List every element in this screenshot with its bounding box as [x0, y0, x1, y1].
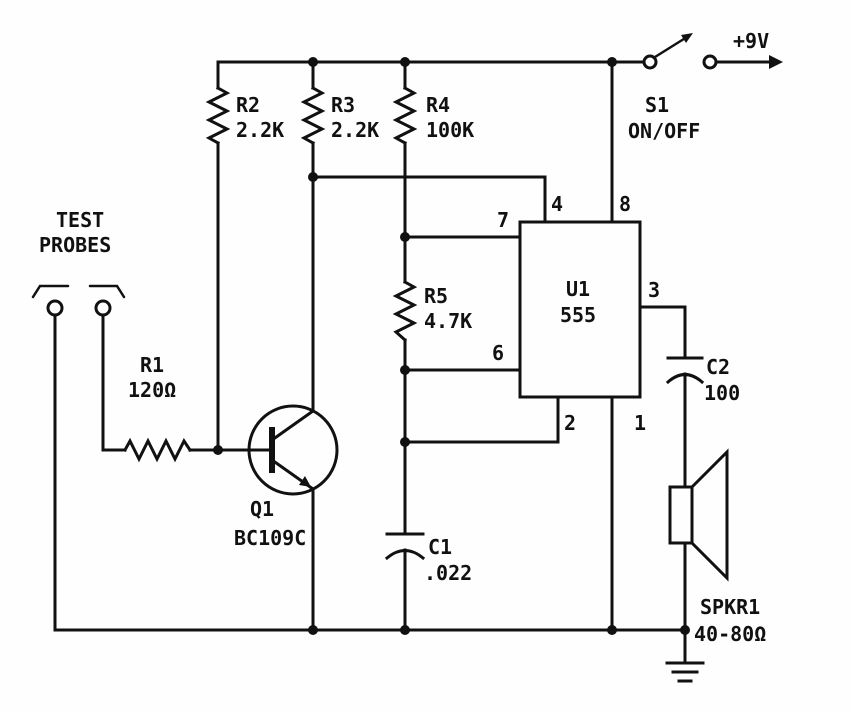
q1-collector — [269, 408, 316, 443]
s1-ref-label: S1 — [645, 93, 669, 117]
q1-part-label: BC109C — [234, 526, 306, 550]
junction-dot — [400, 625, 410, 635]
r1-ref-label: R1 — [140, 353, 164, 377]
junction-dot — [680, 625, 690, 635]
r1-zigzag — [122, 437, 193, 463]
u1-pin2-label: 2 — [564, 411, 576, 435]
junction-dot — [400, 365, 410, 375]
u1-part-label: 555 — [560, 303, 596, 327]
u1-pin6-label: 6 — [492, 341, 504, 365]
component-spkr1: SPKR1 40-80Ω — [668, 448, 766, 646]
r5-zigzag — [392, 279, 418, 343]
r2-zigzag — [205, 85, 231, 146]
c2-plate-bottom — [665, 373, 705, 385]
component-c2: C2 100 — [665, 355, 740, 405]
spkr1-impedance-label: 40-80Ω — [694, 622, 766, 646]
wire-pin4 — [311, 175, 547, 224]
c1-value-label: .022 — [424, 561, 472, 585]
component-c1: C1 .022 — [384, 532, 472, 585]
q1-ref-label: Q1 — [250, 497, 274, 521]
r2-value-label: 2.2K — [236, 118, 284, 142]
component-q1: Q1 BC109C — [234, 404, 339, 632]
c2-value-label: 100 — [704, 381, 740, 405]
r3-zigzag — [300, 85, 326, 146]
r3-value-label: 2.2K — [331, 118, 379, 142]
spkr1-driver — [668, 485, 694, 545]
spkr1-ref-label: SPKR1 — [700, 595, 760, 619]
probes-label-line2: PROBES — [39, 233, 111, 257]
u1-pin4-label: 4 — [551, 192, 563, 216]
junction-dot — [400, 232, 410, 242]
c2-ref-label: C2 — [706, 355, 730, 379]
s1-lever — [653, 35, 689, 59]
probe-tip-right — [94, 299, 112, 317]
power-arrowhead — [769, 55, 783, 69]
s1-pole-left — [642, 54, 658, 70]
s1-pole-right — [702, 54, 718, 70]
probe-tip-left — [46, 299, 64, 317]
u1-body — [518, 220, 642, 399]
wire-pin3 — [638, 305, 687, 357]
u1-pin7-label: 7 — [497, 208, 509, 232]
u1-pin1-label: 1 — [634, 411, 646, 435]
probe-clip-right — [88, 284, 126, 299]
junction-dot — [400, 437, 410, 447]
spkr1-cone — [690, 448, 729, 582]
power-rail: +9V — [733, 29, 783, 69]
junction-dot — [607, 625, 617, 635]
junction-dot — [400, 57, 410, 67]
junction-dot — [308, 57, 318, 67]
c1-ref-label: C1 — [428, 535, 452, 559]
probes-label-line1: TEST — [56, 208, 104, 232]
r3-ref-label: R3 — [331, 93, 355, 117]
q1-body — [247, 404, 339, 496]
ground-symbol — [665, 661, 705, 683]
junction-dots — [213, 57, 690, 635]
probe-clip-left — [31, 284, 70, 299]
r4-value-label: 100K — [426, 118, 474, 142]
s1-lever-arrow — [681, 33, 693, 43]
junction-dot — [607, 57, 617, 67]
r5-value-label: 4.7K — [424, 309, 472, 333]
wire-probe-right — [101, 313, 127, 452]
r5-ref-label: R5 — [424, 284, 448, 308]
u1-pin3-label: 3 — [648, 278, 660, 302]
c1-plate-bottom — [384, 549, 426, 561]
r2-ref-label: R2 — [236, 93, 260, 117]
u1-ref-label: U1 — [566, 277, 590, 301]
u1-pin8-label: 8 — [619, 192, 631, 216]
component-s1: S1 ON/OFF — [628, 33, 718, 143]
component-r1: R1 120Ω — [122, 353, 193, 463]
component-r2: R2 2.2K — [205, 85, 284, 146]
r4-zigzag — [392, 85, 418, 146]
component-test-probes: TEST PROBES — [31, 208, 126, 317]
power-label: +9V — [733, 29, 769, 53]
component-r3: R3 2.2K — [300, 85, 379, 146]
wire-pin2 — [403, 395, 560, 444]
r4-ref-label: R4 — [426, 93, 450, 117]
component-r5: R5 4.7K — [392, 279, 472, 343]
s1-state-label: ON/OFF — [628, 119, 700, 143]
junction-dot — [213, 445, 223, 455]
junction-dot — [308, 172, 318, 182]
q1-emitter-arrow — [299, 476, 311, 487]
component-r4: R4 100K — [392, 85, 474, 146]
r1-value-label: 120Ω — [128, 378, 176, 402]
component-u1-555: U1 555 4 8 7 6 2 1 3 — [492, 192, 660, 435]
